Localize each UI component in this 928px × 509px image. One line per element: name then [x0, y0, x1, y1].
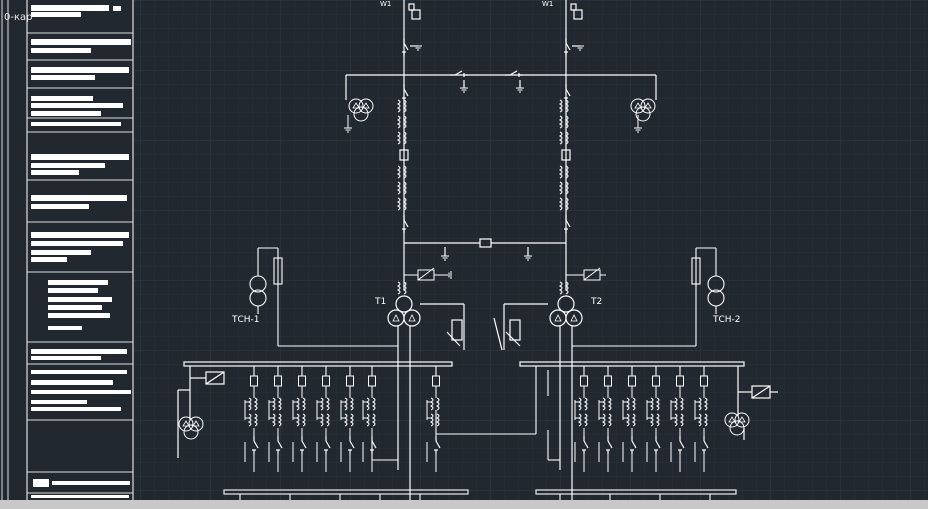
arrester-left	[404, 267, 452, 281]
arrester-right	[566, 267, 606, 281]
left-top-vt	[343, 98, 374, 133]
drawing-tab-label[interactable]: 0-кар	[4, 12, 33, 23]
transformer-t1	[387, 281, 465, 500]
lower-bridge	[404, 238, 566, 261]
aux-transformer-left	[249, 247, 398, 347]
busbar-left	[177, 361, 453, 458]
transformer-label-t1: T1	[375, 297, 387, 307]
transformer-label-t2: T2	[591, 297, 603, 307]
lv-busbar-right	[535, 489, 737, 500]
lv-busbar-left	[223, 489, 469, 500]
feeder-label-left: W1	[380, 0, 392, 8]
top-bridge	[345, 70, 657, 100]
aux-transformer-label-right: ТСН-2	[713, 315, 741, 325]
right-feeder-column	[559, 0, 585, 290]
aux-transformer-label-left: ТСН-1	[232, 315, 260, 325]
aux-transformer-right	[572, 247, 725, 347]
drawing-grid	[133, 0, 928, 500]
feeder-label-right: W1	[542, 0, 554, 8]
transformer-t2	[493, 281, 583, 500]
left-feeder-column	[397, 0, 423, 290]
legend-panel	[0, 0, 134, 500]
status-strip	[0, 500, 928, 509]
right-top-vt	[630, 98, 656, 133]
